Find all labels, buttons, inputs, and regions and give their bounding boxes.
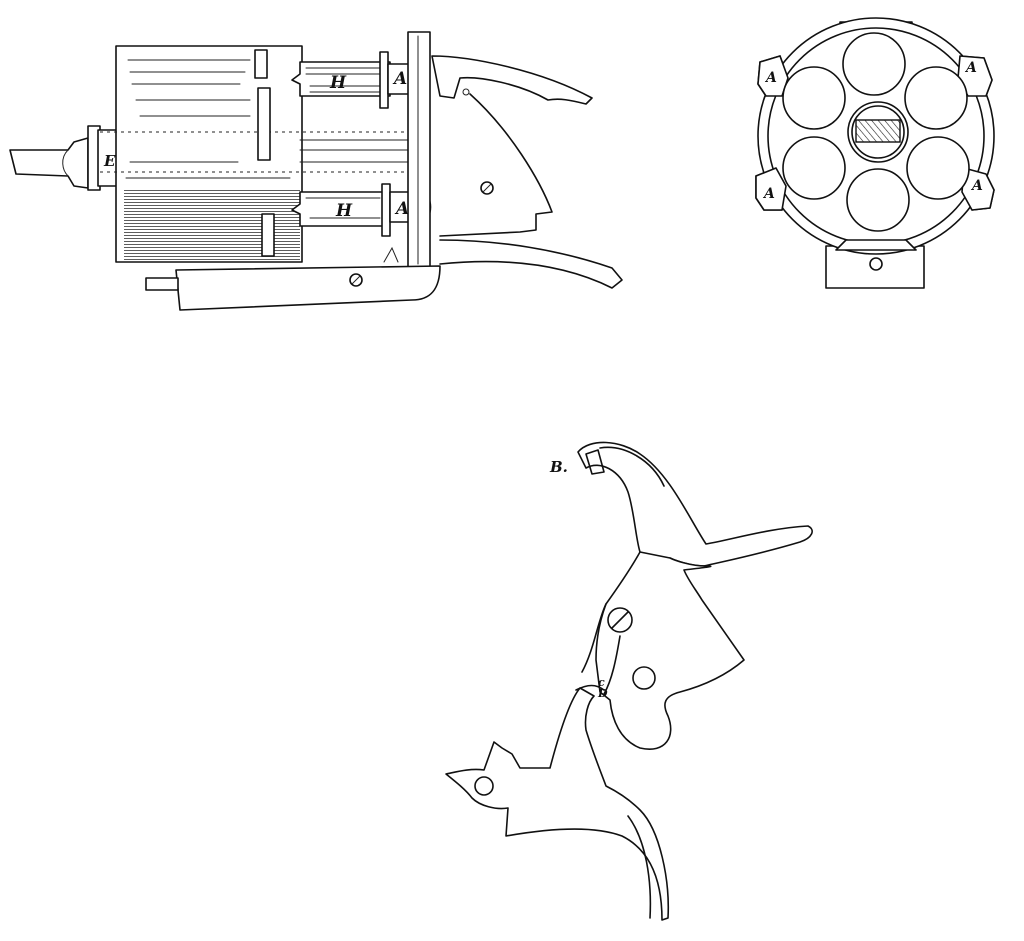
hammer-detail: B. c D [445, 441, 813, 921]
label-h-lower: H [335, 201, 353, 221]
label-b: B. [549, 458, 568, 476]
frame-strap [145, 265, 441, 311]
center-hatched-arbor [855, 119, 901, 143]
frame-grip [439, 93, 623, 289]
recoil-shield [383, 31, 431, 269]
cylinder-body [100, 45, 430, 263]
trigger-assembly [445, 687, 670, 921]
chamber-circle [782, 66, 846, 130]
chamber-circle [846, 168, 910, 232]
chamber-circle [906, 136, 970, 200]
upper-chamber [291, 51, 430, 109]
label-a-bottom-left: A [762, 186, 775, 202]
chamber-circle [842, 32, 906, 96]
cylinder-end-view: A A A A [755, 17, 995, 289]
label-a-upper: A [392, 69, 407, 89]
label-d: D [597, 687, 608, 700]
chamber-circle [904, 66, 968, 130]
trigger-hole [474, 776, 494, 796]
end-view-chambers [782, 32, 970, 232]
base-hole [869, 257, 883, 271]
chamber-circle [782, 136, 846, 200]
hammer-spur [431, 55, 593, 105]
label-h-upper: H [329, 73, 347, 93]
label-a-lower: A [394, 199, 409, 219]
label-a-bottom-right: A [970, 178, 983, 194]
hammer-body [595, 551, 745, 750]
label-e: E [103, 152, 116, 170]
arbor-stub [9, 125, 121, 191]
label-a-top-left: A [764, 70, 777, 86]
hammer-head [577, 441, 813, 567]
hammer-hole [632, 666, 656, 690]
label-a-top-right: A [964, 60, 977, 76]
label-c: c [598, 676, 605, 689]
side-view: H A H A E [9, 31, 623, 311]
